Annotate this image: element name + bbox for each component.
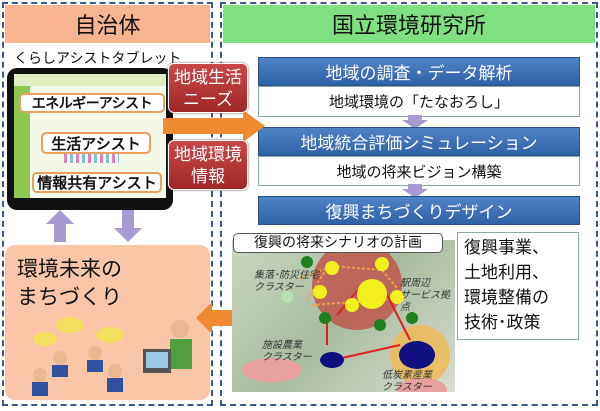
left-arrow-icon (196, 302, 234, 334)
down-arrow-icon (114, 210, 142, 242)
step-survey-detail: 地域環境の「たなおろし」 (258, 86, 580, 117)
life-assist: 生活アシスト (41, 132, 151, 154)
tablet-device: エネルギーアシスト 生活アシスト 情報共有アシスト (7, 68, 173, 210)
right-arrow-icon (163, 110, 265, 142)
needs-label: 地域生活ニーズ (168, 63, 248, 113)
people-discussion-icon (32, 317, 192, 396)
institute-title: 国立環境研究所 (223, 5, 595, 43)
label-residential-cluster: 集落･防災住宅クラスター (254, 270, 319, 293)
down-arrow-icon (402, 184, 428, 198)
label-lowcarbon-cluster: 低炭素産業クラスター (382, 370, 432, 392)
scenario-map-graphic (242, 240, 450, 392)
energy-assist: エネルギーアシスト (19, 93, 165, 113)
info-share-assist: 情報共有アシスト (32, 172, 162, 193)
env-info-label: 地域環境情報 (168, 140, 248, 190)
municipality-panel (2, 2, 213, 406)
label-station-service: 駅周辺サービス拠点 (400, 278, 450, 313)
step-survey-title: 地域の調査・データ解析 (258, 57, 580, 86)
future-town-box: 環境未来の まちづくり (5, 245, 210, 400)
tablet-label: くらしアシストタブレット (14, 51, 182, 67)
future-town-title: 環境未来の まちづくり (17, 257, 122, 309)
institute-panel (220, 2, 598, 406)
outputs-box: 復興事業、 土地利用、 環境整備の 技術･政策 (457, 232, 579, 340)
map-title: 復興の将来シナリオの計画 (233, 233, 443, 253)
municipality-title: 自治体 (5, 5, 210, 43)
step-design-title: 復興まちづくりデザイン (258, 196, 580, 225)
up-arrow-icon (46, 210, 74, 242)
label-agri-cluster: 施設農業クラスター (262, 340, 312, 363)
step-simulation-detail: 地域の将来ビジョン構築 (258, 156, 580, 186)
down-arrow-icon (402, 115, 428, 129)
step-simulation-title: 地域統合評価シミュレーション (258, 127, 580, 156)
scenario-map: 集落･防災住宅クラスター 駅周辺サービス拠点 施設農業クラスター 低炭素産業クラ… (232, 240, 455, 392)
purple-arrows (46, 210, 142, 242)
